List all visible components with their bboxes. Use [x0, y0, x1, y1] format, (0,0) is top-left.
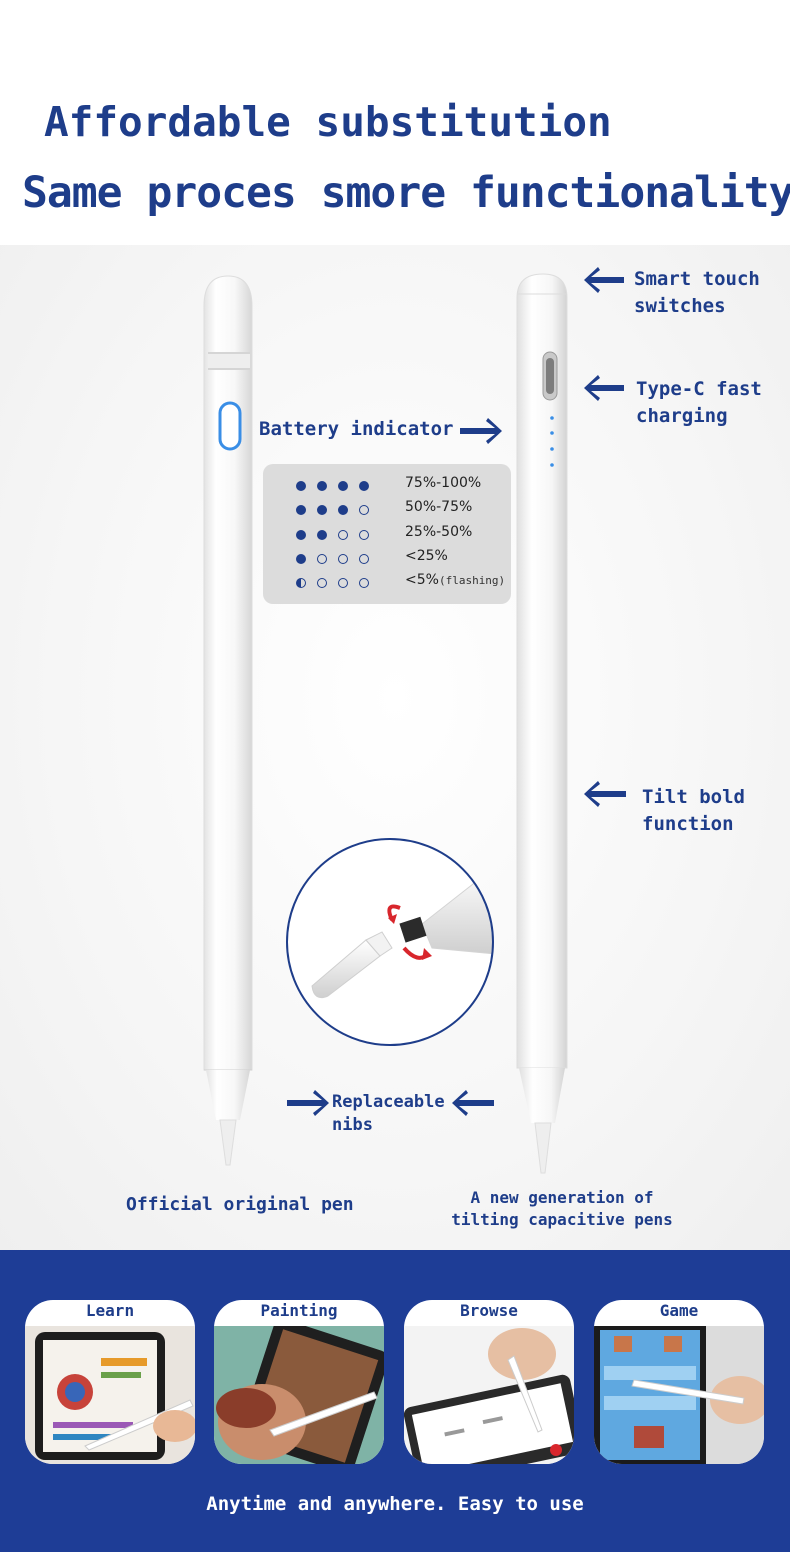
battery-dot [338, 554, 348, 564]
usage-band: Learn Painting Browse [0, 1250, 790, 1552]
use-card-title: Painting [260, 1301, 338, 1320]
type-c-label: Type-C fast charging [636, 378, 762, 427]
headline-functionality: Same proces smore functionality [22, 168, 790, 218]
tilt-function-label: Tilt bold function [642, 786, 745, 835]
battery-dot [296, 554, 306, 564]
battery-dot [317, 481, 327, 491]
official-pen-caption: Official original pen [126, 1194, 354, 1215]
tilting-pen-image [516, 273, 568, 1174]
battery-dot [296, 578, 306, 588]
battery-dot [317, 530, 327, 540]
game-scene-image [594, 1326, 764, 1464]
browse-scene-image [404, 1326, 574, 1464]
painting-scene-image [214, 1326, 384, 1464]
use-card-title: Learn [85, 1301, 135, 1320]
use-card-title: Browse [460, 1301, 518, 1320]
battery-dot [359, 505, 369, 515]
use-card-painting: Painting [214, 1300, 384, 1464]
battery-dot [338, 505, 348, 515]
battery-row: 50%-75% [263, 498, 511, 522]
battery-indicator-label: Battery indicator [259, 418, 454, 440]
nib-replacement-inset [286, 838, 494, 1046]
battery-level-text: 25%-50% [405, 524, 473, 540]
battery-dot [359, 481, 369, 491]
product-stage [0, 245, 790, 1250]
battery-level-text: 75%-100% [405, 475, 482, 491]
flashing-note: (flashing) [438, 574, 506, 587]
battery-level-text: 50%-75% [405, 499, 473, 515]
official-pen-image [203, 275, 253, 1166]
battery-level-text: <5%(flashing) [405, 572, 506, 588]
use-card-browse: Browse [404, 1300, 574, 1464]
arrow-left-icon [584, 267, 624, 293]
battery-row: 25%-50% [263, 523, 511, 547]
battery-dot [338, 578, 348, 588]
arrow-right-icon [287, 1090, 329, 1116]
use-card-title: Game [659, 1301, 699, 1320]
battery-dot [317, 554, 327, 564]
battery-dot [296, 481, 306, 491]
tilting-pen-caption: A new generation of tilting capacitive p… [451, 1188, 673, 1229]
footer-tagline: Anytime and anywhere. Easy to use [206, 1493, 584, 1515]
battery-dot [338, 530, 348, 540]
learn-scene-image [25, 1326, 195, 1464]
battery-dot [359, 554, 369, 564]
headline-affordable: Affordable substitution [44, 98, 612, 146]
battery-dot [296, 530, 306, 540]
battery-row: <25% [263, 547, 511, 571]
battery-dot [359, 530, 369, 540]
battery-level-table: 75%-100% 50%-75% 25%-50% <25% <5%(flashi… [263, 464, 511, 604]
battery-dot [338, 481, 348, 491]
battery-level-text: <25% [405, 548, 448, 564]
arrow-left-icon [584, 375, 624, 401]
use-card-learn: Learn [25, 1300, 195, 1464]
smart-touch-label: Smart touch switches [634, 268, 760, 317]
battery-dot [359, 578, 369, 588]
battery-dot [317, 505, 327, 515]
battery-row: 75%-100% [263, 474, 511, 498]
arrow-left-icon [584, 781, 626, 807]
battery-dot [296, 505, 306, 515]
arrow-left-icon [452, 1090, 494, 1116]
battery-dot [317, 578, 327, 588]
battery-row: <5%(flashing) [263, 571, 511, 595]
use-card-game: Game [594, 1300, 764, 1464]
led-indicator-icon [218, 401, 242, 451]
replaceable-nibs-label: Replaceable nibs [332, 1092, 445, 1135]
arrow-right-icon [460, 418, 502, 444]
